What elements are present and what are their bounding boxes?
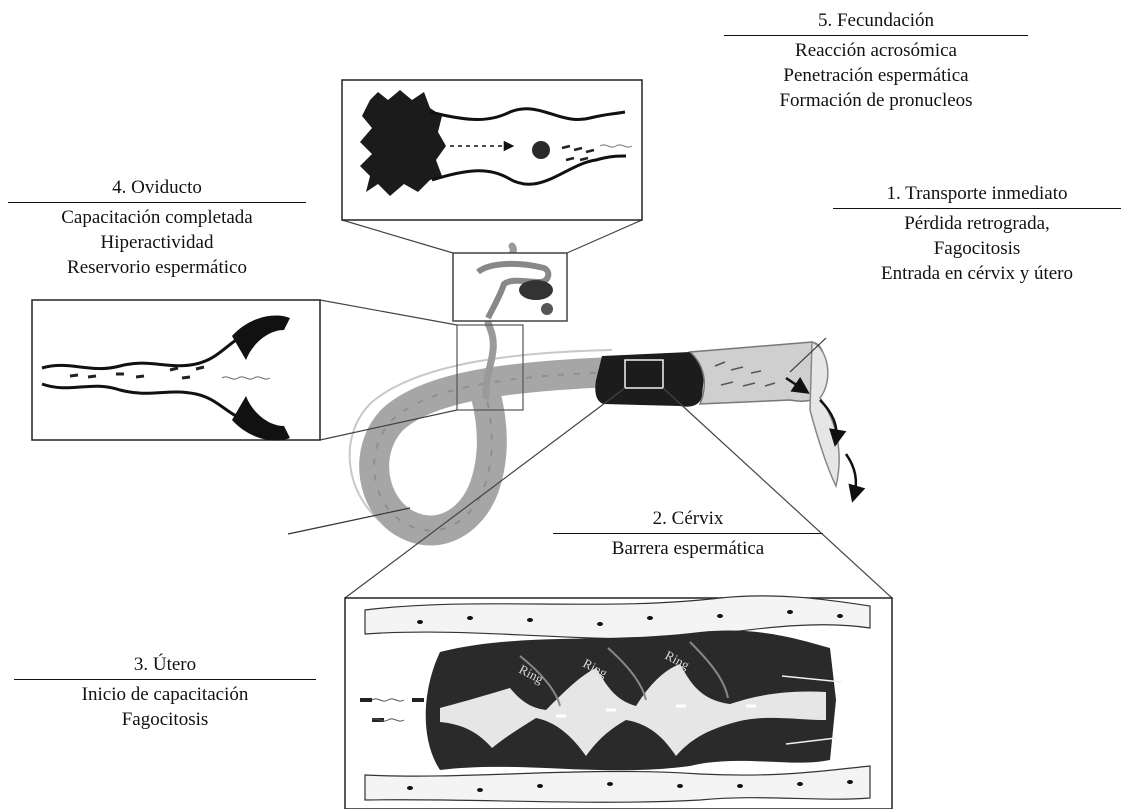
uterine-horn: [374, 372, 612, 530]
ovary: [519, 280, 553, 300]
connector-cervix-right: [663, 388, 892, 598]
follicle: [541, 303, 553, 315]
fertilization-inset: [342, 80, 642, 220]
vagina: [690, 342, 825, 404]
retrograde-arrow-3: [846, 454, 856, 496]
connector-oviducto-top: [320, 300, 457, 325]
connector-fecundacion-right: [567, 220, 642, 253]
main-tract: [288, 246, 856, 542]
connector-fecundacion-left: [342, 220, 453, 253]
vaginal-opening: [810, 342, 839, 486]
oviduct-inset: [32, 300, 320, 441]
cervix-inset: Ring Ring Ring: [345, 596, 892, 809]
oocyte: [532, 141, 550, 159]
